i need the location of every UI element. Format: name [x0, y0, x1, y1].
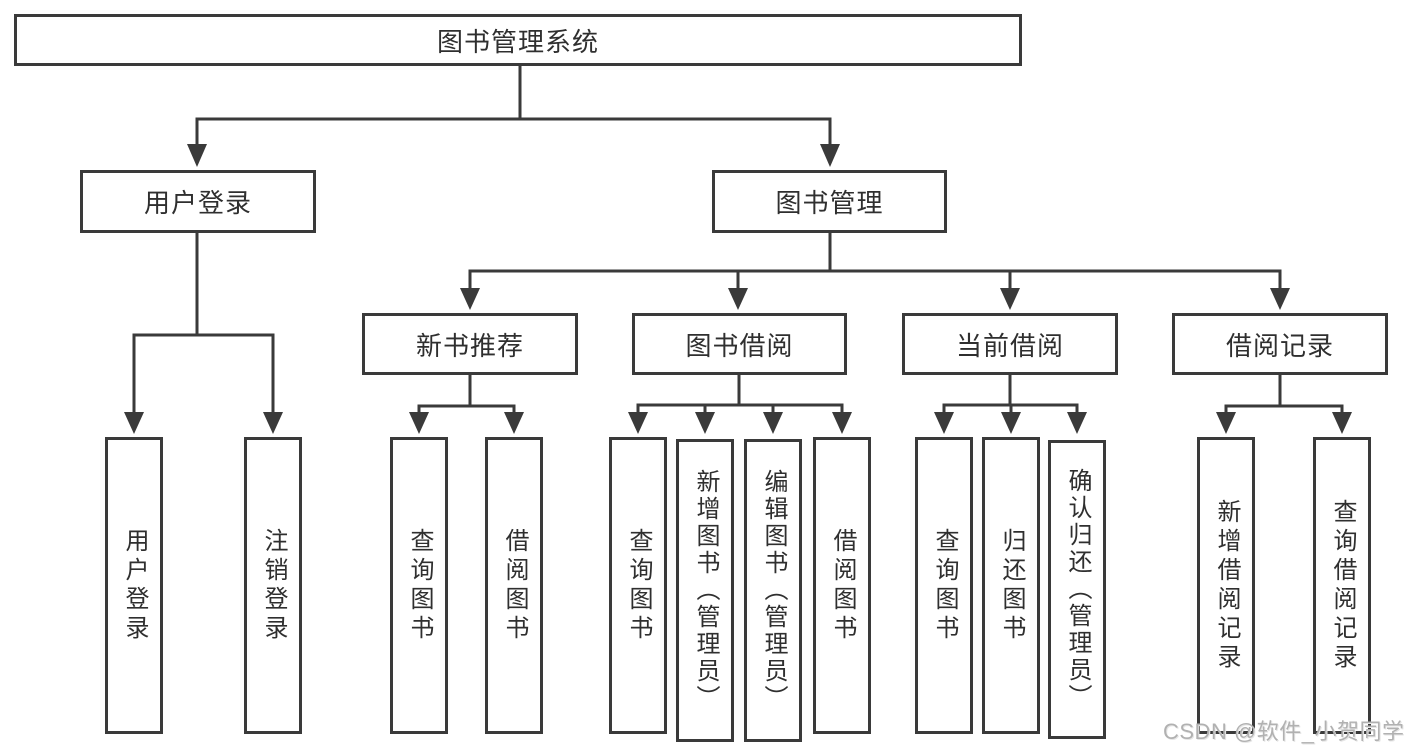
node-root: 图书管理系统 [14, 14, 1022, 66]
leaf-user-login: 用户登录 [105, 437, 163, 734]
arrow-user-leaf2 [263, 412, 283, 434]
leaf-add-book-admin: 新增图书（管理员） [676, 439, 734, 742]
node-new-book-recommend-label: 新书推荐 [415, 330, 524, 361]
node-borrow-record-label: 借阅记录 [1225, 330, 1334, 361]
arrow-record [1270, 288, 1290, 310]
node-user-login-label: 用户登录 [143, 188, 252, 218]
leaf-edit-book-admin: 编辑图书（管理员） [744, 439, 802, 742]
arrow-rec-leaf2 [504, 412, 524, 434]
node-current-borrow: 当前借阅 [902, 313, 1118, 375]
leaf-query-books-borrow: 查询图书 [609, 437, 667, 734]
node-user-login: 用户登录 [80, 170, 316, 233]
arrow-borrow [728, 288, 748, 310]
node-book-mgmt: 图书管理 [712, 170, 947, 233]
leaf-borrow-books-recommend: 借阅图书 [485, 437, 543, 734]
leaf-add-borrow-record: 新增借阅记录 [1197, 437, 1255, 734]
leaf-query-borrow-record: 查询借阅记录 [1313, 437, 1371, 734]
arrow-cur-leaf2 [1001, 412, 1021, 434]
arrow-user-login [187, 144, 207, 167]
arrow-cur-leaf3 [1067, 412, 1087, 434]
leaf-return-books: 归还图书 [982, 437, 1040, 734]
leaf-query-books-recommend: 查询图书 [390, 437, 448, 734]
arrow-current [1000, 288, 1020, 310]
node-book-borrow: 图书借阅 [632, 313, 847, 375]
node-new-book-recommend: 新书推荐 [362, 313, 578, 375]
arrow-book-mgmt [820, 144, 840, 167]
arrow-bor-leaf2 [695, 412, 715, 434]
arrow-cur-leaf1 [934, 412, 954, 434]
arrow-recommend [460, 288, 480, 310]
node-book-borrow-label: 图书借阅 [685, 330, 794, 361]
node-root-label: 图书管理系统 [436, 26, 599, 57]
leaf-query-books-current: 查询图书 [915, 437, 973, 734]
leaf-logout: 注销登录 [244, 437, 302, 734]
arrow-bor-leaf4 [832, 412, 852, 434]
node-borrow-record: 借阅记录 [1172, 313, 1388, 375]
arrow-bor-leaf3 [763, 412, 783, 434]
csdn-watermark: CSDN @软件_小贺同学 [1163, 719, 1405, 744]
node-book-mgmt-label: 图书管理 [775, 188, 884, 218]
node-current-borrow-label: 当前借阅 [955, 330, 1064, 361]
arrow-recrd-leaf2 [1332, 412, 1352, 434]
arrow-recrd-leaf1 [1216, 412, 1236, 434]
arrow-user-leaf1 [124, 412, 144, 434]
leaf-confirm-return-admin: 确认归还（管理员） [1048, 440, 1106, 739]
arrow-rec-leaf1 [409, 412, 429, 434]
arrow-bor-leaf1 [628, 412, 648, 434]
leaf-borrow-books: 借阅图书 [813, 437, 871, 734]
